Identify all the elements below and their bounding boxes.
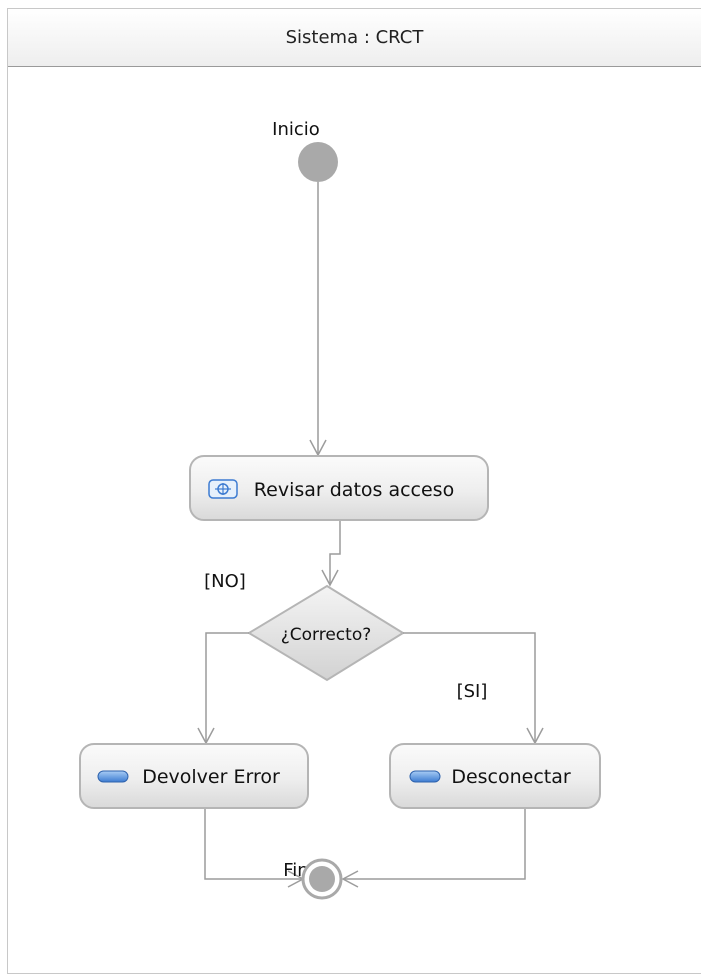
swimlane-frame: Sistema : CRCT xyxy=(7,8,701,974)
guard-no: [NO] xyxy=(204,571,246,592)
edge-revisar-decision[interactable] xyxy=(321,521,341,587)
action-revisar-label: Revisar datos acceso xyxy=(254,479,454,501)
action-devolver-error[interactable]: Devolver Error xyxy=(79,743,309,809)
edge-desconectar-fin[interactable] xyxy=(341,809,526,888)
decision-label: ¿Correcto? xyxy=(281,625,372,645)
action-desconectar-label: Desconectar xyxy=(451,766,571,788)
opaque-action-icon xyxy=(409,770,441,783)
edge-inicio-revisar[interactable] xyxy=(309,182,327,457)
action-desconectar[interactable]: Desconectar xyxy=(389,743,601,809)
action-revisar-datos-acceso[interactable]: Revisar datos acceso xyxy=(189,455,489,521)
edge-decision-devolver-error[interactable] xyxy=(197,632,249,745)
swimlane-title: Sistema : CRCT xyxy=(285,27,424,48)
call-behavior-action-icon xyxy=(208,479,238,499)
decision-node-correcto[interactable]: ¿Correcto? xyxy=(247,584,405,682)
guard-si: [SI] xyxy=(457,681,488,702)
swimlane-header: Sistema : CRCT xyxy=(8,9,701,67)
action-error-label: Devolver Error xyxy=(142,766,280,788)
opaque-action-icon xyxy=(97,770,129,783)
initial-node-label: Inicio xyxy=(272,119,320,140)
final-node[interactable] xyxy=(301,858,343,900)
initial-node[interactable] xyxy=(298,142,338,182)
